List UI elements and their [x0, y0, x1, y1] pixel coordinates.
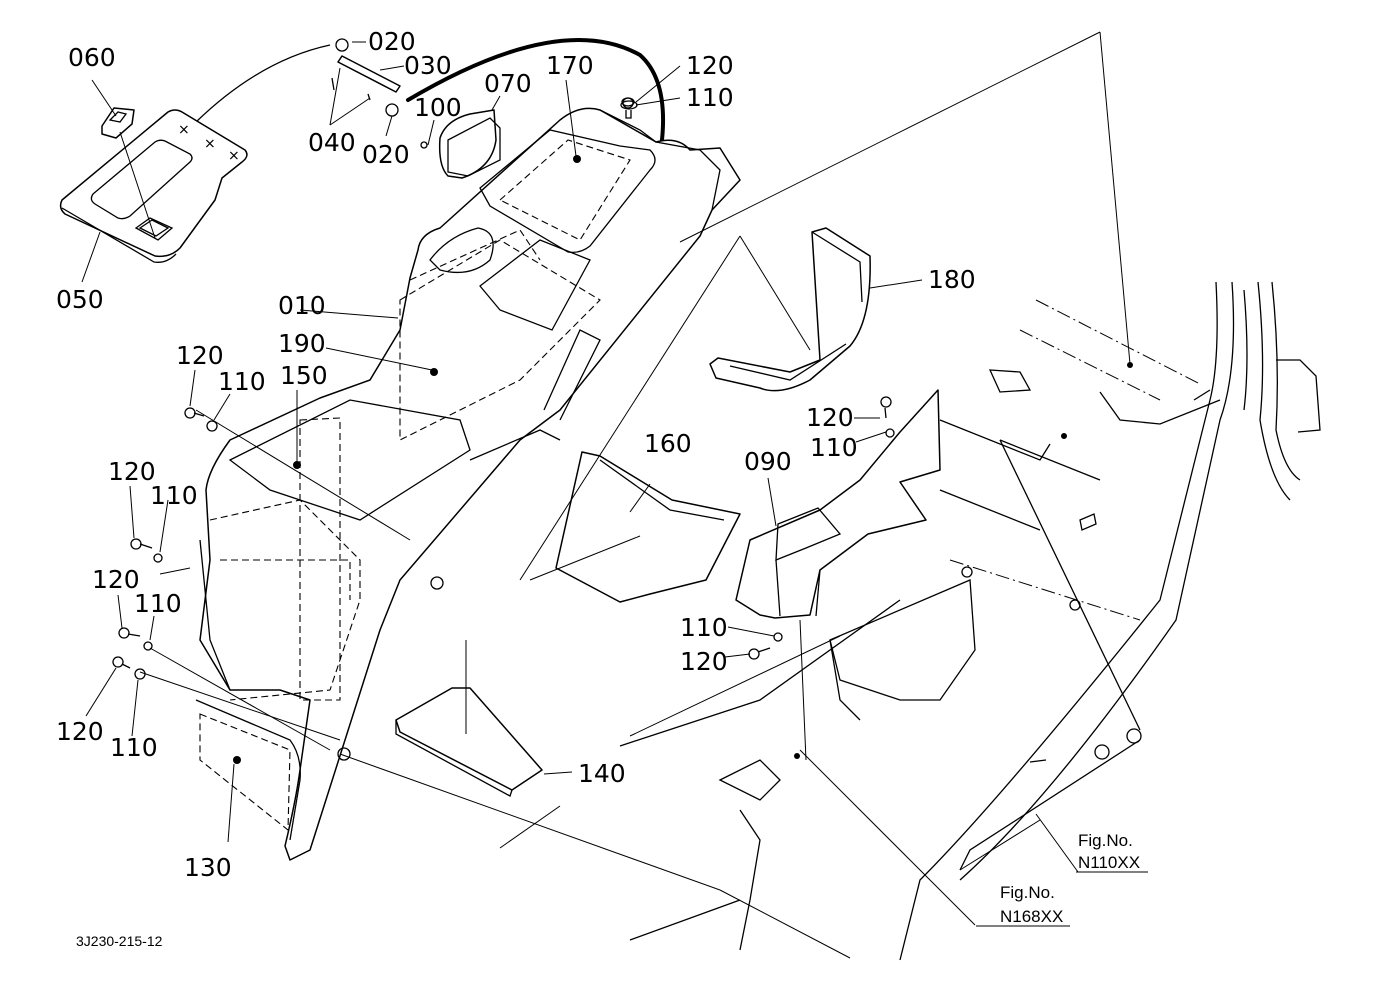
label-leaders: [81, 65, 923, 843]
part-label: 120: [176, 341, 224, 370]
part-label: 110: [218, 367, 266, 396]
part-label: 120: [92, 565, 140, 594]
part-labels: 020 030 060 040 020 100 070 170 120 110 …: [56, 27, 976, 882]
part-label: 120: [56, 717, 104, 746]
svg-text:⨯: ⨯: [204, 135, 216, 151]
part-label: 110: [150, 481, 198, 510]
part-label: 120: [686, 51, 734, 80]
part-label: 110: [810, 433, 858, 462]
part-label: 110: [110, 733, 158, 762]
svg-text:⨯: ⨯: [228, 147, 240, 163]
part-label: 110: [134, 589, 182, 618]
reference-lines: [139, 31, 1133, 959]
part-label: 110: [686, 83, 734, 112]
part-label: 060: [68, 43, 116, 72]
part-label: 020: [362, 140, 410, 169]
panel-130: [195, 699, 301, 841]
figure-ref-n110xx[interactable]: Fig.No. N110XX: [1076, 831, 1148, 873]
panel-050: ⨯ ⨯ ⨯: [59, 109, 248, 263]
part-label: 150: [280, 361, 328, 390]
figure-ref-caption: Fig.No.: [1078, 831, 1133, 850]
part-label: 110: [680, 613, 728, 642]
console-010: [199, 107, 741, 861]
mat-140: [395, 640, 543, 797]
svg-text:⨯: ⨯: [178, 121, 190, 137]
part-label: 190: [278, 329, 326, 358]
figure-ref-number[interactable]: N110XX: [1078, 853, 1140, 872]
part-label: 130: [184, 853, 232, 882]
drawing-number: 3J230-215-12: [76, 933, 163, 949]
harness-wire-thick: [406, 38, 666, 142]
bracket-030: [329, 38, 405, 137]
cab-frame: [619, 281, 1321, 961]
part-label: 020: [368, 27, 416, 56]
fasteners: [112, 97, 895, 680]
part-label: 100: [414, 93, 462, 122]
part-label: 180: [928, 265, 976, 294]
part-label: 120: [806, 403, 854, 432]
part-label: 050: [56, 285, 104, 314]
box-070: [420, 95, 501, 179]
part-label: 070: [484, 69, 532, 98]
part-label: 010: [278, 291, 326, 320]
part-label: 040: [308, 128, 356, 157]
cover-160: [555, 451, 741, 603]
part-label: 030: [404, 51, 452, 80]
part-label: 120: [680, 647, 728, 676]
part-label: 120: [108, 457, 156, 486]
part-label: 170: [546, 51, 594, 80]
figure-ref-number[interactable]: N168XX: [1000, 907, 1063, 926]
figure-ref-caption: Fig.No.: [1000, 883, 1055, 902]
cover-180: [709, 227, 871, 392]
part-label: 160: [644, 429, 692, 458]
figure-ref-n168xx[interactable]: Fig.No. N168XX: [976, 883, 1070, 927]
part-label: 090: [744, 447, 792, 476]
bracket-090: [735, 389, 941, 619]
switch-060: [101, 107, 135, 139]
part-label: 140: [578, 759, 626, 788]
harness-wire-thin: [195, 44, 331, 123]
